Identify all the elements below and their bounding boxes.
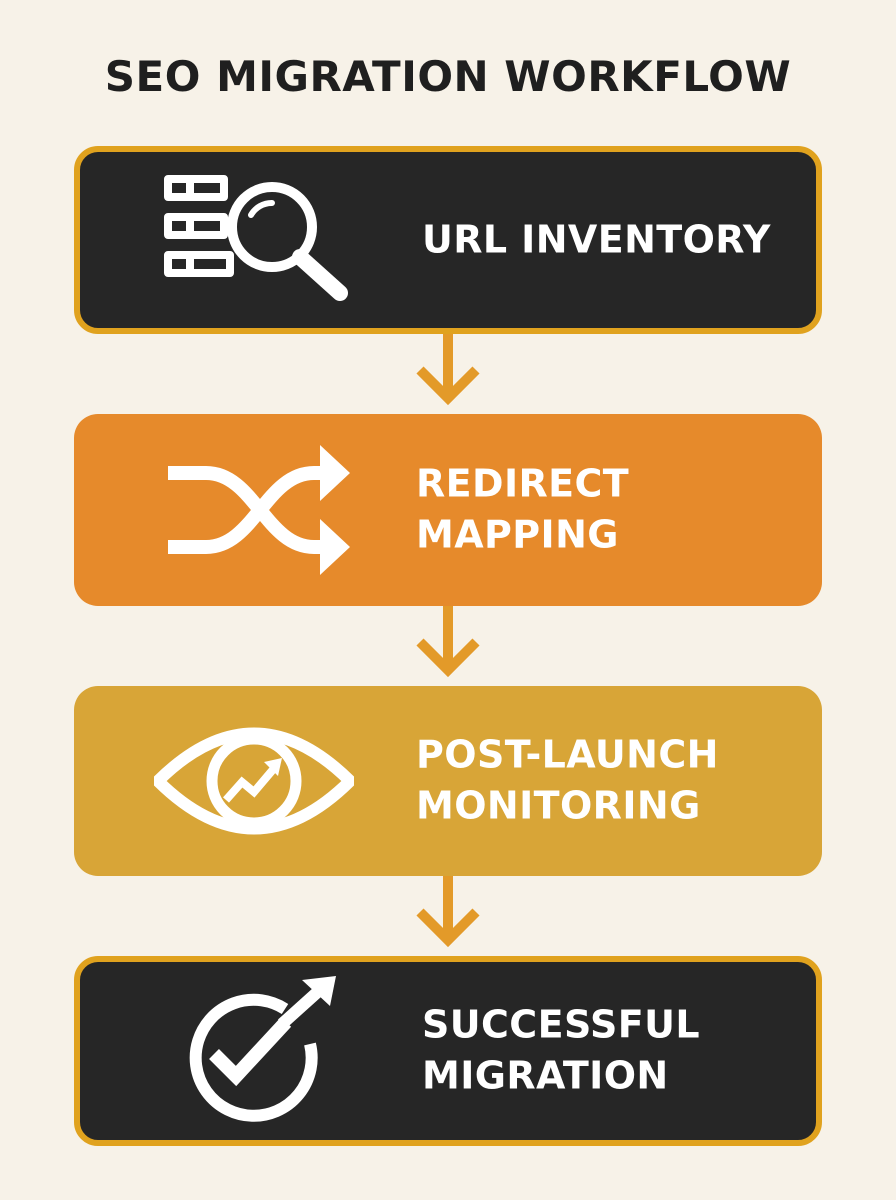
step-label: POST-LAUNCH MONITORING <box>416 732 719 828</box>
step-label: URL INVENTORY <box>422 217 771 262</box>
step-redirect-mapping: REDIRECT MAPPING <box>74 414 822 606</box>
arrow-down-icon <box>412 872 484 952</box>
step-successful-migration: SUCCESSFUL MIGRATION <box>74 956 822 1146</box>
step-post-launch-monitoring: POST-LAUNCH MONITORING <box>74 686 822 876</box>
shuffle-arrows-icon <box>154 435 354 585</box>
eye-trend-icon <box>154 706 354 856</box>
step-label: REDIRECT MAPPING <box>416 461 630 557</box>
list-magnifier-icon <box>160 165 360 315</box>
arrow-down-icon <box>412 602 484 682</box>
step-label: SUCCESSFUL MIGRATION <box>422 1002 701 1098</box>
check-circle-arrow-icon <box>160 976 360 1126</box>
step-url-inventory: URL INVENTORY <box>74 146 822 334</box>
arrow-down-icon <box>412 330 484 410</box>
page-title: SEO MIGRATION WORKFLOW <box>104 52 792 101</box>
